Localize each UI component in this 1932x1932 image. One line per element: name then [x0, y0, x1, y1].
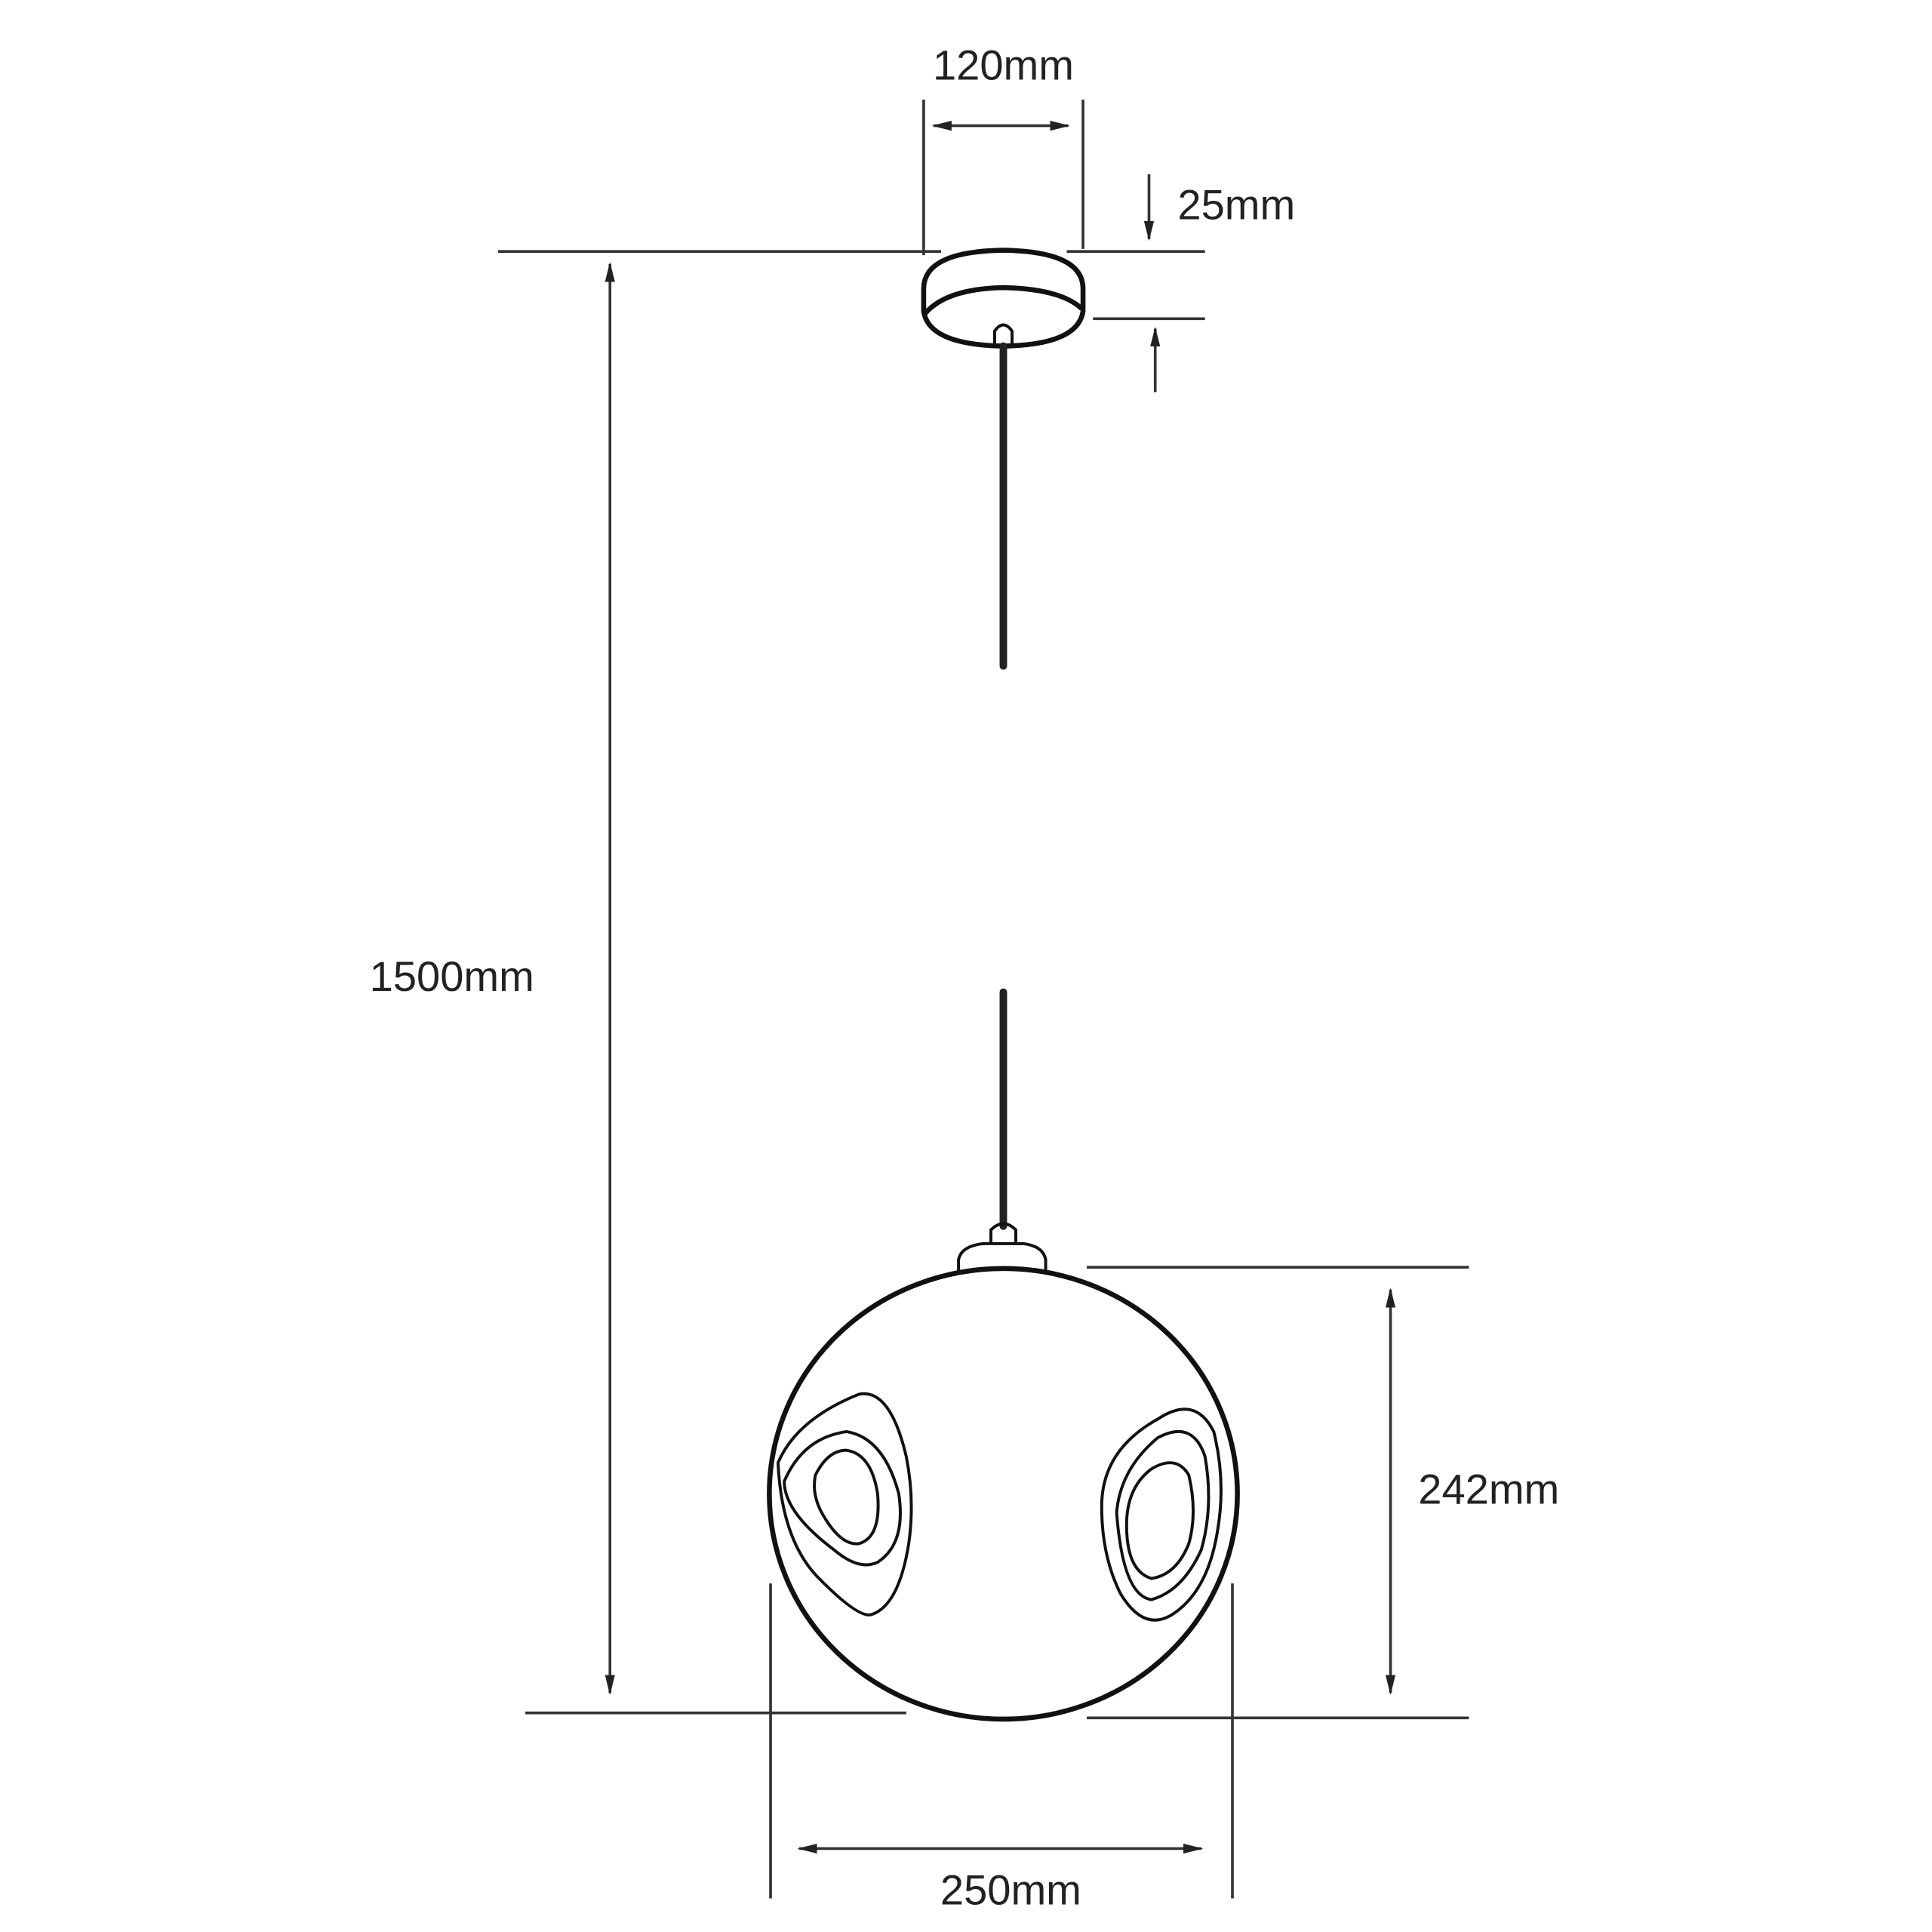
- canopy-height-dimension: 25mm: [497, 174, 1295, 392]
- shade-height-label: 242mm: [1418, 1466, 1559, 1513]
- right-dimple: [1100, 1407, 1223, 1622]
- shade-height-dimension: 242mm: [1087, 1266, 1559, 1720]
- ceiling-canopy: [921, 248, 1086, 349]
- canopy-height-label: 25mm: [1177, 180, 1295, 228]
- overall-drop-dimension: 1500mm: [370, 262, 906, 1715]
- canopy-width-dimension: 120mm: [922, 42, 1084, 256]
- canopy-width-label: 120mm: [933, 42, 1074, 89]
- shade-fitting: [957, 1222, 1048, 1272]
- shade-width-label: 250mm: [940, 1866, 1081, 1914]
- globe-shade: [767, 1266, 1240, 1722]
- shade-width-dimension: 250mm: [769, 1583, 1234, 1914]
- left-dimple: [776, 1392, 913, 1617]
- overall-drop-label: 1500mm: [370, 952, 534, 1000]
